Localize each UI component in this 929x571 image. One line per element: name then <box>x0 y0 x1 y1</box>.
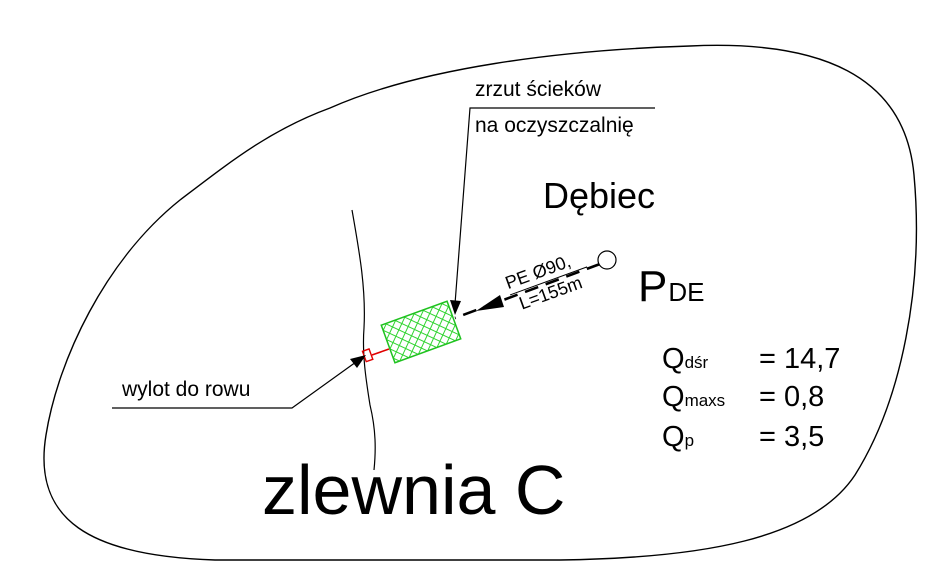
callout-outlet-label: wylot do rowu <box>121 378 250 401</box>
pressure-pipe <box>454 262 601 320</box>
callout-discharge-leader <box>454 107 655 305</box>
catchment-name: zlewnia C <box>262 451 565 529</box>
flow-subscript-3: p <box>685 431 694 450</box>
pipe-label: PE Ø90, L=155m <box>503 251 588 314</box>
flow-subscript-2: maxs <box>685 391 726 410</box>
locality-name: Dębiec <box>543 175 655 216</box>
callout-discharge-line1: zrzut ścieków <box>475 78 602 101</box>
treatment-unit <box>380 300 462 364</box>
station-label-sub: DE <box>668 277 704 307</box>
callout-outlet-leader <box>112 361 357 409</box>
flow-subscript-1: dśr <box>685 353 709 372</box>
ditch-line <box>351 209 376 471</box>
station-label: PDE <box>638 262 704 311</box>
flow-value-2: = 0,8 <box>759 381 824 413</box>
station-label-main: P <box>638 262 667 311</box>
flow-value-3: = 3,5 <box>759 421 824 453</box>
flow-table: Qdśr = 14,7 Qmaxs = 0,8 Qp = 3,5 <box>662 343 840 453</box>
pump-station-symbol <box>597 250 617 270</box>
flow-symbol-3: Qp <box>662 421 694 453</box>
flow-arrow <box>476 295 504 311</box>
flow-symbol-1: Qdśr <box>662 343 709 375</box>
flow-symbol-2: Qmaxs <box>662 381 725 413</box>
callout-discharge-arrowhead <box>450 300 461 315</box>
catchment-boundary <box>43 44 918 561</box>
callout-outlet-arrowhead <box>350 355 366 368</box>
outlet-pipe <box>371 348 390 356</box>
flow-value-1: = 14,7 <box>759 343 840 375</box>
callout-discharge-line2: na oczyszczalnię <box>475 114 634 137</box>
pipe-label-underline <box>509 266 588 296</box>
